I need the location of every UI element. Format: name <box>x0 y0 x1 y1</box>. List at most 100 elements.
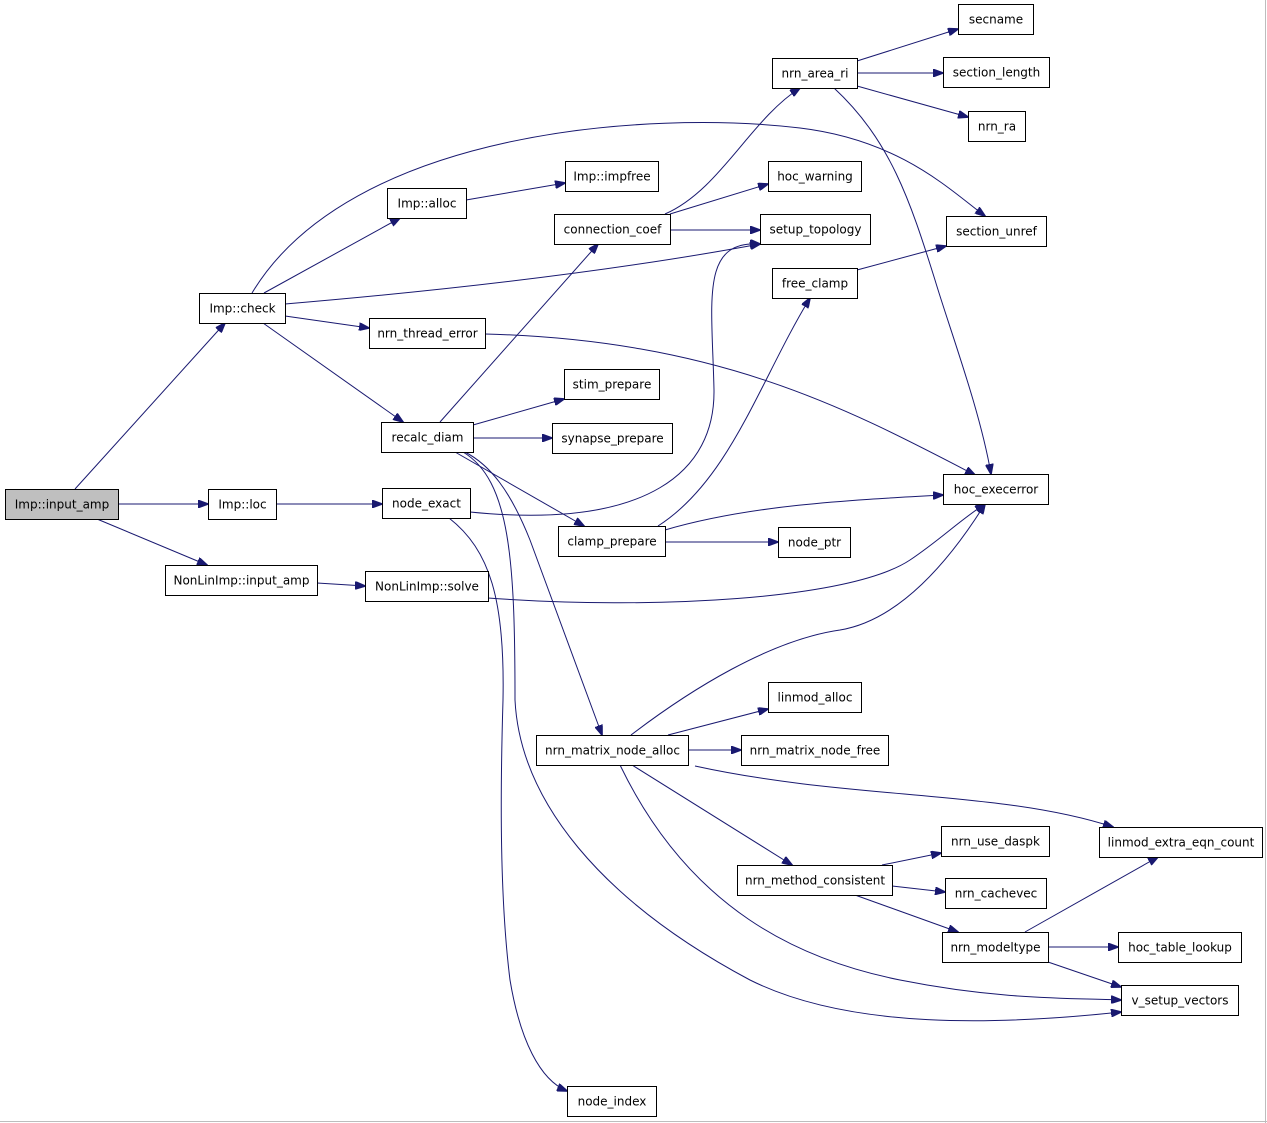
node-box[interactable] <box>942 932 1049 963</box>
node-label: secname <box>969 13 1023 27</box>
edge-input_amp-to-check <box>74 323 225 490</box>
node-box[interactable] <box>760 214 871 245</box>
node-box[interactable] <box>768 161 862 192</box>
node-box[interactable] <box>772 268 858 299</box>
edge-nrn_method_consistent-to-nrn_use_daspk <box>881 853 941 866</box>
node-label: v_setup_vectors <box>1132 994 1229 1008</box>
node-nrn-area-ri[interactable]: nrn_area_ri <box>772 58 858 89</box>
node-label: hoc_execerror <box>954 483 1039 497</box>
edge-arrow <box>891 885 945 892</box>
node-box[interactable] <box>369 318 486 349</box>
node-box[interactable] <box>5 489 119 520</box>
node-box[interactable] <box>968 111 1026 142</box>
node-secname[interactable]: secname <box>958 4 1034 35</box>
node-v-setup-vectors[interactable]: v_setup_vectors <box>1121 985 1239 1016</box>
edge-check-to-section_unref <box>251 122 985 294</box>
node-section-length[interactable]: section_length <box>943 57 1050 88</box>
node-nrn-modeltype[interactable]: nrn_modeltype <box>942 932 1049 963</box>
node-loc[interactable]: Imp::loc <box>208 489 277 520</box>
node-box[interactable] <box>1099 827 1263 858</box>
node-linmod-alloc[interactable]: linmod_alloc <box>768 682 862 713</box>
node-box[interactable] <box>768 682 862 713</box>
edge-node_exact-to-setup_topology <box>469 244 760 516</box>
node-nrn-ra[interactable]: nrn_ra <box>968 111 1026 142</box>
node-box[interactable] <box>382 488 471 519</box>
node-nrn-thread-error[interactable]: nrn_thread_error <box>369 318 486 349</box>
node-recalc-diam[interactable]: recalc_diam <box>381 422 474 453</box>
node-box[interactable] <box>552 423 673 454</box>
node-setup-topology[interactable]: setup_topology <box>760 214 871 245</box>
node-linmod-extra-eqn-count[interactable]: linmod_extra_eqn_count <box>1099 827 1263 858</box>
node-box[interactable] <box>387 188 467 219</box>
node-nrn-cachevec[interactable]: nrn_cachevec <box>945 878 1047 909</box>
node-nrn-matrix-node-alloc[interactable]: nrn_matrix_node_alloc <box>536 735 689 766</box>
node-label: nrn_thread_error <box>377 327 477 341</box>
node-label: Imp::alloc <box>398 197 457 211</box>
node-hoc-table-lookup[interactable]: hoc_table_lookup <box>1118 932 1242 963</box>
node-section-unref[interactable]: section_unref <box>946 216 1047 247</box>
node-nrn-use-daspk[interactable]: nrn_use_daspk <box>941 826 1050 857</box>
node-label: Imp::check <box>209 302 275 316</box>
node-label: section_length <box>953 66 1040 80</box>
edge-arrow <box>96 518 207 565</box>
node-box[interactable] <box>208 489 277 520</box>
edge-recalc_diam-to-connection_coef <box>439 244 598 423</box>
edge-check-to-setup_topology <box>284 244 760 305</box>
node-input-amp[interactable]: Imp::input_amp <box>5 489 119 520</box>
node-box[interactable] <box>772 58 858 89</box>
node-label: nrn_use_daspk <box>951 835 1040 849</box>
node-box[interactable] <box>165 565 318 596</box>
node-box[interactable] <box>536 735 689 766</box>
edge-nrn_matrix_node_alloc-to-hoc_execerror <box>630 504 985 736</box>
edge-nrn_method_consistent-to-nrn_cachevec <box>891 885 945 892</box>
node-synapse-prepare[interactable]: synapse_prepare <box>552 423 673 454</box>
node-box[interactable] <box>737 865 893 896</box>
node-box[interactable] <box>945 878 1047 909</box>
node-box[interactable] <box>567 1086 657 1117</box>
node-label: NonLinImp::input_amp <box>173 574 309 588</box>
node-impfree[interactable]: Imp::impfree <box>565 161 659 192</box>
edge-arrow <box>630 504 985 736</box>
edge-arrow <box>657 298 810 527</box>
edge-arrow <box>664 88 800 215</box>
node-nrn-matrix-node-free[interactable]: nrn_matrix_node_free <box>741 735 889 766</box>
node-node-exact[interactable]: node_exact <box>382 488 471 519</box>
node-box[interactable] <box>1121 985 1239 1016</box>
node-box[interactable] <box>199 293 286 324</box>
node-hoc-execerror[interactable]: hoc_execerror <box>943 474 1049 505</box>
node-box[interactable] <box>741 735 889 766</box>
node-label: node_ptr <box>788 536 841 550</box>
node-box[interactable] <box>943 474 1049 505</box>
node-box[interactable] <box>943 57 1050 88</box>
node-node-index[interactable]: node_index <box>567 1086 657 1117</box>
edge-node_exact-to-node_index <box>448 517 567 1091</box>
node-label: nrn_area_ri <box>782 67 849 81</box>
node-stim-prepare[interactable]: stim_prepare <box>564 369 660 400</box>
node-box[interactable] <box>946 216 1047 247</box>
node-box[interactable] <box>565 161 659 192</box>
node-box[interactable] <box>558 526 666 557</box>
node-box[interactable] <box>381 422 474 453</box>
node-check[interactable]: Imp::check <box>199 293 286 324</box>
node-free-clamp[interactable]: free_clamp <box>772 268 858 299</box>
node-connection-coef[interactable]: connection_coef <box>554 214 671 245</box>
node-alloc[interactable]: Imp::alloc <box>387 188 467 219</box>
edge-arrow <box>667 709 768 736</box>
node-node-ptr[interactable]: node_ptr <box>778 527 851 558</box>
node-clamp-prepare[interactable]: clamp_prepare <box>558 526 666 557</box>
edge-nl_solve-to-hoc_execerror <box>487 504 985 604</box>
node-hoc-warning[interactable]: hoc_warning <box>768 161 862 192</box>
node-box[interactable] <box>1118 932 1242 963</box>
node-nl-input-amp[interactable]: NonLinImp::input_amp <box>165 565 318 596</box>
node-box[interactable] <box>564 369 660 400</box>
node-box[interactable] <box>554 214 671 245</box>
node-nl-solve[interactable]: NonLinImp::solve <box>365 571 489 602</box>
edge-recalc_diam-to-v_setup_vectors <box>462 451 1121 1022</box>
edge-arrow <box>487 504 985 604</box>
node-box[interactable] <box>958 4 1034 35</box>
node-box[interactable] <box>778 527 851 558</box>
node-box[interactable] <box>365 571 489 602</box>
node-box[interactable] <box>941 826 1050 857</box>
node-label: setup_topology <box>770 223 862 237</box>
node-nrn-method-consistent[interactable]: nrn_method_consistent <box>737 865 893 896</box>
